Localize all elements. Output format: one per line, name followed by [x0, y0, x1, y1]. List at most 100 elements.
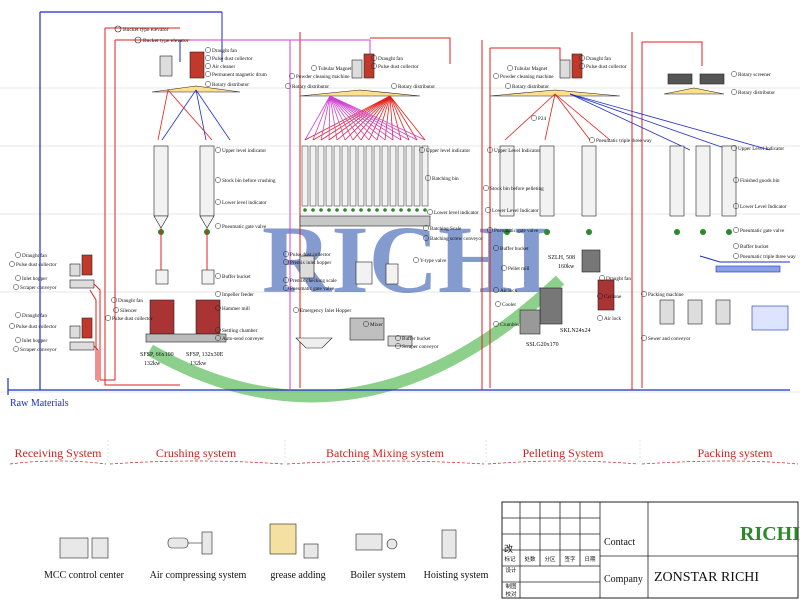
batching-marker-5 [391, 83, 397, 89]
batching-marker-11 [283, 259, 289, 265]
title-block-col-0: 标记 [504, 555, 516, 563]
batching-label-2: Rotary distributor [292, 84, 329, 90]
crushing-marker-15 [113, 307, 119, 313]
batching-system [295, 53, 431, 349]
pelleting-marker-8 [483, 185, 489, 191]
packing-label-2: Upper Level Indicator [738, 146, 784, 152]
batching-label-13: Pneumatic gate valve [290, 286, 335, 292]
batching-marker-13 [283, 285, 289, 291]
packing-marker-8 [641, 291, 647, 297]
pelleting-label-10: Pneumatic gate valve [494, 228, 539, 234]
batching-bin-valve-3 [327, 208, 331, 212]
grease-adding-icon [269, 523, 319, 559]
pelleting-label-11: Buffer bucket [500, 245, 529, 252]
crushing-marker-6 [215, 177, 221, 183]
receiving-label-5: Pulse dust collector [16, 324, 57, 330]
legend-label-boiler: Boiler system [350, 570, 405, 581]
packing-label-6: Buffer bucket [740, 243, 769, 250]
packing-label-7: Pneumatic triple three way [740, 254, 796, 260]
crushing-label-4: Rotary distributor [212, 82, 249, 88]
title-block-col-3: 签字 [564, 555, 576, 563]
raw-materials-label: Raw Materials [10, 398, 69, 409]
batching-bin-7 [357, 145, 365, 207]
pelleting-label-18: Air lock [604, 316, 622, 322]
batching-bin-valve-0 [303, 208, 307, 212]
batching-label-7: Batching bin [432, 176, 459, 182]
pelleting-label-0: Tubular Magnet [514, 66, 548, 72]
crushing-marker-1 [205, 55, 211, 61]
packing-marker-3 [733, 177, 739, 183]
packing-marker-9 [641, 335, 647, 341]
pelleting-marker-9 [485, 207, 491, 213]
receiving-marker-6 [15, 337, 21, 343]
crushing-marker-4 [205, 81, 211, 87]
batching-bin-valve-5 [343, 208, 347, 212]
company-value: ZONSTAR RICHI [654, 570, 759, 585]
crushing-label-12: Settling chamber [222, 328, 258, 334]
legend-label-grease: grease adding [270, 570, 325, 581]
packing-label-1: Rotary distributor [738, 90, 775, 96]
batching-label-12: Premix checking scale [290, 278, 337, 284]
packing-marker-5 [733, 227, 739, 233]
batching-feed-line-b-2 [320, 95, 391, 141]
batching-marker-3 [371, 55, 377, 61]
batching-marker-12 [283, 277, 289, 283]
batching-feed-line-b-10 [384, 95, 391, 141]
pelleting-marker-15 [493, 321, 499, 327]
batching-bin-5 [341, 145, 349, 207]
batching-marker-14 [423, 225, 429, 231]
crushing-label-13: Auto-send conveyer [222, 336, 264, 342]
pelleting-marker-10 [487, 227, 493, 233]
section-title-batching: Batching Mixing system [326, 446, 445, 460]
crushing-system [145, 51, 241, 343]
pelleting-marker-13 [493, 287, 499, 293]
crushing-label-14: Draught fan [118, 297, 143, 304]
batching-feed-line-10 [329, 95, 386, 141]
batching-label-9: Batching screw conveyor [430, 236, 483, 242]
crushing-marker-16 [105, 315, 111, 321]
pellet-mill-power: 160kw [558, 264, 575, 270]
pelleting-label-17: Cyclone [604, 294, 622, 300]
batching-bin-15 [421, 145, 429, 207]
batching-label-0: Tubular Magnet [318, 66, 352, 72]
batching-label-6: Upper level indicator [426, 148, 470, 154]
cooler-model: SSLG20x170 [526, 342, 559, 348]
crushing-label-3: Permanent magnetic drum [212, 72, 267, 78]
crushing-marker-12 [215, 327, 221, 333]
batching-feed-line-b-12 [389, 95, 402, 141]
title-block-col-2: 分区 [544, 555, 556, 563]
pelleting-marker-2 [505, 83, 511, 89]
pelleting-marker-12 [501, 265, 507, 271]
receiving-label-1: Pulse dust collector [16, 262, 57, 268]
batching-marker-17 [395, 343, 401, 349]
batching-feed-line-b-1 [312, 95, 391, 141]
packing-marker-1 [731, 89, 737, 95]
receiving-label-3: Scraper conveyor [20, 285, 57, 291]
title-block-row-0: 设计 [505, 566, 517, 574]
batching-bin-valve-9 [375, 208, 379, 212]
crushing-label-8: Pneumatic gate valve [222, 224, 267, 230]
batching-feed-line-7 [329, 95, 362, 141]
batching-marker-9 [423, 235, 429, 241]
batching-label-11: Premix inlet hopper [290, 260, 331, 266]
raw-material-lines [7, 11, 790, 395]
batching-feed-line-14 [329, 95, 418, 141]
crushing-label-7: Lower level indicator [222, 200, 267, 206]
pelleting-label-8: Stock bin before pelleting [490, 185, 544, 192]
crushing-marker-9 [215, 273, 221, 279]
batching-marker-0 [311, 65, 317, 71]
pelleting-label-2: Rotary distributor [512, 84, 549, 90]
batching-marker-19 [293, 307, 299, 313]
batching-bin-4 [333, 145, 341, 207]
packing-marker-6 [733, 243, 739, 249]
pelleting-label-15: Crumbler [500, 322, 520, 328]
section-title-receiving: Receiving System [15, 446, 103, 460]
batching-feed-line-11 [329, 95, 394, 141]
batching-feed-line-b-7 [360, 95, 391, 141]
batching-bin-valve-1 [311, 208, 315, 212]
batching-marker-18 [363, 321, 369, 327]
receiving-marker-5 [9, 323, 15, 329]
